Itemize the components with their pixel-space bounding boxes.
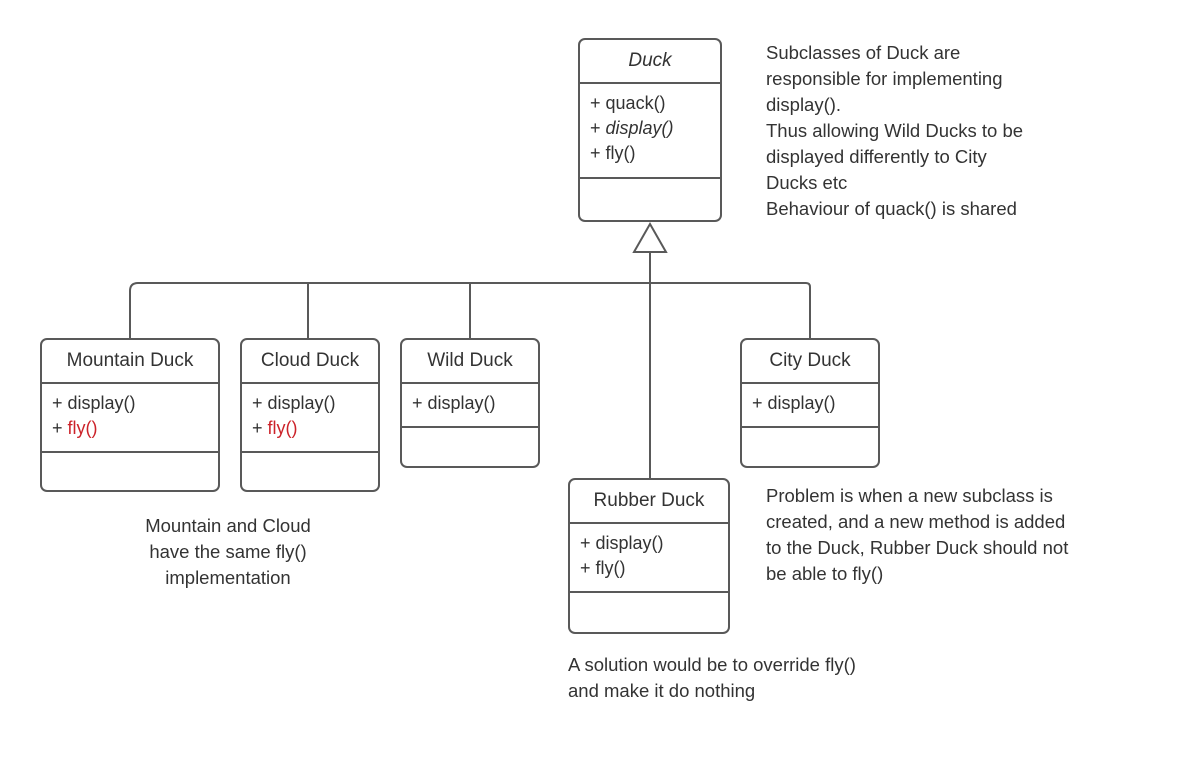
member-name: quack()	[605, 93, 666, 113]
member-name: display()	[67, 393, 136, 413]
note-duck-responsibilities: Subclasses of Duck are responsible for i…	[766, 42, 1024, 219]
note-override-solution: A solution would be to override fly() an…	[568, 654, 856, 701]
member-name: fly()	[67, 418, 98, 438]
class-title-wild-duck: Wild Duck	[402, 340, 538, 384]
class-title-city-duck: City Duck	[742, 340, 878, 384]
class-members-wild-duck: + display()	[402, 384, 538, 428]
member-name: display()	[427, 393, 496, 413]
class-box-cloud-duck[interactable]: Cloud Duck + display() + fly()	[240, 338, 380, 492]
class-box-wild-duck[interactable]: Wild Duck + display()	[400, 338, 540, 468]
note-new-subclass-problem: Problem is when a new subclass is create…	[766, 485, 1069, 584]
member-row: + display()	[590, 116, 720, 141]
member-visibility: +	[580, 533, 591, 553]
class-title-duck: Duck	[580, 40, 720, 84]
class-box-rubber-duck[interactable]: Rubber Duck + display() + fly()	[568, 478, 730, 634]
class-members-mountain-duck: + display() + fly()	[42, 384, 218, 453]
member-visibility: +	[412, 393, 423, 413]
class-title-rubber-duck: Rubber Duck	[570, 480, 728, 524]
member-visibility: +	[252, 393, 263, 413]
connector-bus	[129, 282, 811, 338]
class-box-city-duck[interactable]: City Duck + display()	[740, 338, 880, 468]
member-visibility: +	[752, 393, 763, 413]
member-row: + fly()	[580, 556, 728, 581]
class-box-mountain-duck[interactable]: Mountain Duck + display() + fly()	[40, 338, 220, 492]
class-members-rubber-duck: + display() + fly()	[570, 524, 728, 593]
class-title-mountain-duck: Mountain Duck	[42, 340, 218, 384]
member-name: display()	[767, 393, 836, 413]
member-visibility: +	[52, 393, 63, 413]
class-box-duck[interactable]: Duck + quack() + display() + fly()	[578, 38, 722, 222]
member-name: fly()	[595, 558, 626, 578]
member-visibility: +	[590, 143, 601, 163]
member-row: + fly()	[590, 141, 720, 166]
member-visibility: +	[52, 418, 63, 438]
member-name: display()	[595, 533, 664, 553]
note-shared-fly-implementation: Mountain and Cloud have the same fly() i…	[145, 515, 311, 588]
member-visibility: +	[590, 93, 601, 113]
member-visibility: +	[580, 558, 591, 578]
member-row: + fly()	[252, 416, 378, 441]
member-row: + display()	[252, 391, 378, 416]
member-name: display()	[267, 393, 336, 413]
member-row: + quack()	[590, 91, 720, 116]
class-members-cloud-duck: + display() + fly()	[242, 384, 378, 453]
member-row: + display()	[52, 391, 218, 416]
class-title-cloud-duck: Cloud Duck	[242, 340, 378, 384]
member-row: + display()	[752, 391, 878, 416]
member-name: fly()	[267, 418, 298, 438]
member-visibility: +	[252, 418, 263, 438]
member-row: + display()	[580, 531, 728, 556]
inheritance-triangle	[632, 221, 668, 253]
member-row: + display()	[412, 391, 538, 416]
member-visibility: +	[590, 118, 601, 138]
member-name: display()	[605, 118, 674, 138]
class-members-duck: + quack() + display() + fly()	[580, 84, 720, 179]
member-row: + fly()	[52, 416, 218, 441]
class-members-city-duck: + display()	[742, 384, 878, 428]
member-name: fly()	[605, 143, 636, 163]
